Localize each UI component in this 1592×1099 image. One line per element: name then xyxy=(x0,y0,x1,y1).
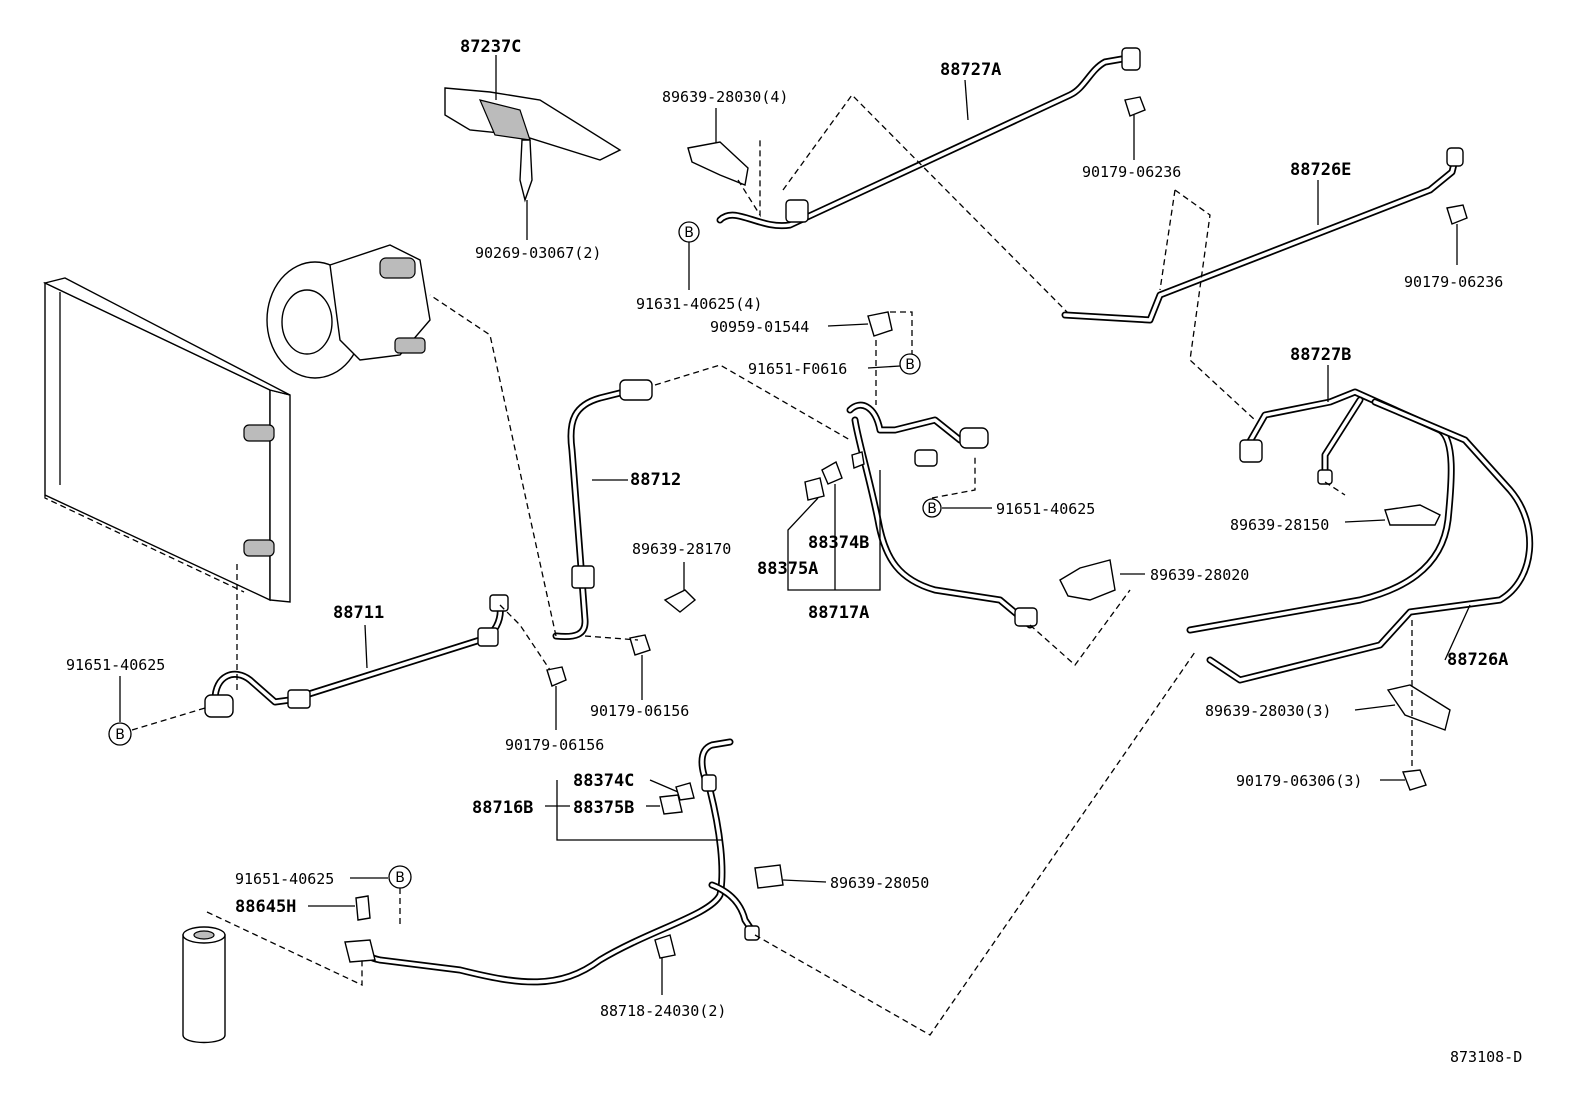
marker-b: B xyxy=(388,865,412,889)
nut-90179-06306 xyxy=(1402,769,1427,791)
label-88727B: 88727B xyxy=(1290,345,1351,365)
pipe-88711 xyxy=(204,594,509,718)
label-89639-28170: 89639-28170 xyxy=(632,540,731,558)
marker-b: B xyxy=(922,498,942,518)
label-88375B: 88375B xyxy=(573,798,634,818)
clamp-89639-28150 xyxy=(1384,504,1441,526)
label-88712: 88712 xyxy=(630,470,681,490)
clip-90179-06156-b xyxy=(546,666,567,687)
svg-text:B: B xyxy=(684,225,694,241)
pipe-88716B xyxy=(344,738,760,986)
label-90959-01544: 90959-01544 xyxy=(710,318,809,336)
label-91651-40625-a: 91651-40625 xyxy=(996,500,1095,518)
valve-cap-88375A xyxy=(804,477,825,501)
marker-b: B xyxy=(108,722,132,746)
label-88717A: 88717A xyxy=(808,603,869,623)
label-88645H: 88645H xyxy=(235,897,296,917)
label-89639-28020: 89639-28020 xyxy=(1150,566,1249,584)
clip-90179-06156-a xyxy=(629,634,651,656)
clamp-89639-28170 xyxy=(663,589,697,613)
compressor xyxy=(266,244,431,379)
svg-text:B: B xyxy=(927,501,937,517)
clamp-89639-28050 xyxy=(754,864,784,889)
label-87237C: 87237C xyxy=(460,37,521,57)
svg-text:B: B xyxy=(395,870,405,886)
diagram-reference: 873108-D xyxy=(1450,1048,1522,1066)
marker-b: B xyxy=(899,353,921,375)
svg-text:B: B xyxy=(115,727,125,743)
valve-core-88374B xyxy=(821,460,843,485)
label-88716B: 88716B xyxy=(472,798,533,818)
label-88375A: 88375A xyxy=(757,559,818,579)
pressure-switch-88645H xyxy=(355,895,371,921)
marker-b: B xyxy=(678,221,700,243)
label-90179-06236-b: 90179-06236 xyxy=(1404,273,1503,291)
receiver-dryer xyxy=(182,926,226,1044)
label-90179-06306-3: 90179-06306(3) xyxy=(1236,772,1362,790)
label-88727A: 88727A xyxy=(940,60,1001,80)
label-89639-28050: 89639-28050 xyxy=(830,874,929,892)
clamp-89639-28030 xyxy=(687,141,749,186)
svg-text:B: B xyxy=(905,357,915,373)
label-88726E: 88726E xyxy=(1290,160,1351,180)
label-89639-28030-3: 89639-28030(3) xyxy=(1205,702,1331,720)
label-90179-06156-a: 90179-06156 xyxy=(590,702,689,720)
label-89639-28150: 89639-28150 xyxy=(1230,516,1329,534)
pipe-88726A xyxy=(1206,398,1534,684)
clip-90179-06236-b xyxy=(1446,204,1468,225)
label-89639-28030-4: 89639-28030(4) xyxy=(662,88,788,106)
label-88718-24030: 88718-24030(2) xyxy=(600,1002,726,1020)
cap-90959-01544 xyxy=(867,311,893,337)
pipe-88712 xyxy=(552,379,653,641)
label-88374B: 88374B xyxy=(808,533,869,553)
label-88726A: 88726A xyxy=(1447,650,1508,670)
clamp-88718-24030 xyxy=(654,934,676,959)
label-91651-40625-c: 91651-40625 xyxy=(235,870,334,888)
clamp-89639-28030-3 xyxy=(1386,684,1451,731)
label-91651-F0616: 91651-F0616 xyxy=(748,360,847,378)
label-90269-03067: 90269-03067(2) xyxy=(475,244,601,262)
valve-cap-88375B xyxy=(659,794,683,815)
hose-88717A xyxy=(846,401,1038,629)
label-91651-40625-b: 91651-40625 xyxy=(66,656,165,674)
label-88711: 88711 xyxy=(333,603,384,623)
pipe-88726E xyxy=(1061,147,1464,324)
label-90179-06236-a: 90179-06236 xyxy=(1082,163,1181,181)
bracket-87237C xyxy=(444,55,622,240)
clip-90179-06236-a xyxy=(1124,96,1146,117)
label-91631-40625-4: 91631-40625(4) xyxy=(636,295,762,313)
bracket-89639-28020 xyxy=(1059,559,1116,601)
label-88374C: 88374C xyxy=(573,771,634,791)
pipe-88727A xyxy=(716,47,1141,230)
condenser xyxy=(42,277,291,603)
label-90179-06156-b: 90179-06156 xyxy=(505,736,604,754)
